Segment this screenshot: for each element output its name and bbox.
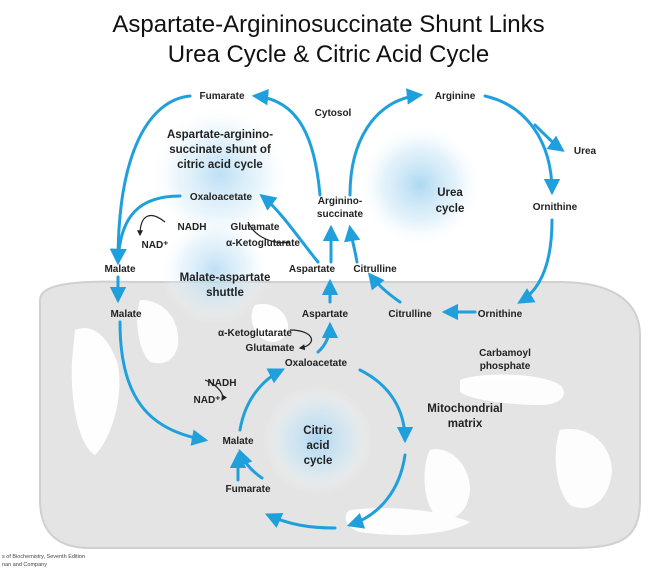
citric-acid-cycle-label-line1: Citric [303,425,333,437]
ornithine-matrix-label: Ornithine [478,309,523,320]
credit-line-1: s of Biochemistry, Seventh Edition [2,554,85,560]
urea-cycle-glow [358,123,482,247]
citric-acid-cycle-label-line2: acid [306,440,329,452]
credit-line-2: nan and Company [2,562,47,568]
figure-title: Aspartate-Argininosuccinate Shunt Links … [0,10,657,70]
shunt-glow [150,105,290,245]
shunt-label-line2: succinate shunt of [169,144,271,156]
ornithine-cytosol-label: Ornithine [533,202,578,213]
cofactor-arrows [137,214,312,402]
nadh-matrix-label: NADH [208,378,237,389]
urea-label: Urea [574,146,597,157]
oxaloacetate-matrix-label: Oxaloacetate [285,358,348,369]
citric-cycle-glow [263,385,373,495]
mitochondrial-matrix-label-line1: Mitochondrial [427,403,502,415]
pathway-arrows [109,88,565,530]
nadh-cytosol-label: NADH [178,222,207,233]
citrulline-cytosol-label: Citrulline [353,264,397,275]
ketoglutarate-cytosol-label: α-Ketoglutarate [226,238,300,249]
nad-matrix-label: NAD⁺ [194,395,221,406]
shunt-label-line3: citric acid cycle [177,159,263,171]
cristae [71,300,612,535]
urea-cycle-label-line1: Urea [437,187,463,199]
fumarate-cycle-label: Fumarate [225,484,270,495]
glutamate-cytosol-label: Glutamate [231,222,280,233]
title-line-2: Urea Cycle & Citric Acid Cycle [167,41,490,68]
glutamate-matrix-label: Glutamate [246,343,295,354]
carbamoyl-phosphate-label-line2: phosphate [480,361,531,372]
malate-aspartate-shuttle-label-line1: Malate-aspartate [180,272,271,284]
cytosol-label: Cytosol [315,108,352,119]
arginine-label: Arginine [435,91,476,102]
nad-cytosol-label: NAD⁺ [142,240,169,251]
argininosuccinate-label-line1: Arginino- [318,196,362,207]
labels: Fumarate Arginine Cytosol Aspartate-argi… [2,91,597,568]
aspartate-cytosol-label: Aspartate [289,264,336,275]
fumarate-cytosol-label: Fumarate [199,91,244,102]
aspartate-matrix-label: Aspartate [302,309,349,320]
carbamoyl-phosphate-label-line1: Carbamoyl [479,348,531,359]
oxaloacetate-cytosol-label: Oxaloacetate [190,192,253,203]
malate-cytosol-label: Malate [104,264,136,275]
shunt-label-line1: Aspartate-arginino- [167,129,273,141]
citric-acid-cycle-label-line3: cycle [304,455,333,467]
title-line-1: Aspartate-Argininosuccinate Shunt Links [112,11,545,38]
malate-aspartate-shuttle-label-line2: shuttle [206,287,244,299]
malate-cycle-label: Malate [222,436,254,447]
ketoglutarate-matrix-label: α-Ketoglutarate [218,328,292,339]
malate-shuttle-glow [160,215,270,325]
malate-matrix-label: Malate [110,309,142,320]
urea-cycle-label-line2: cycle [436,203,465,215]
mitochondrial-matrix-label-line2: matrix [448,418,483,430]
argininosuccinate-label-line2: succinate [317,209,364,220]
citrulline-matrix-label: Citrulline [388,309,432,320]
